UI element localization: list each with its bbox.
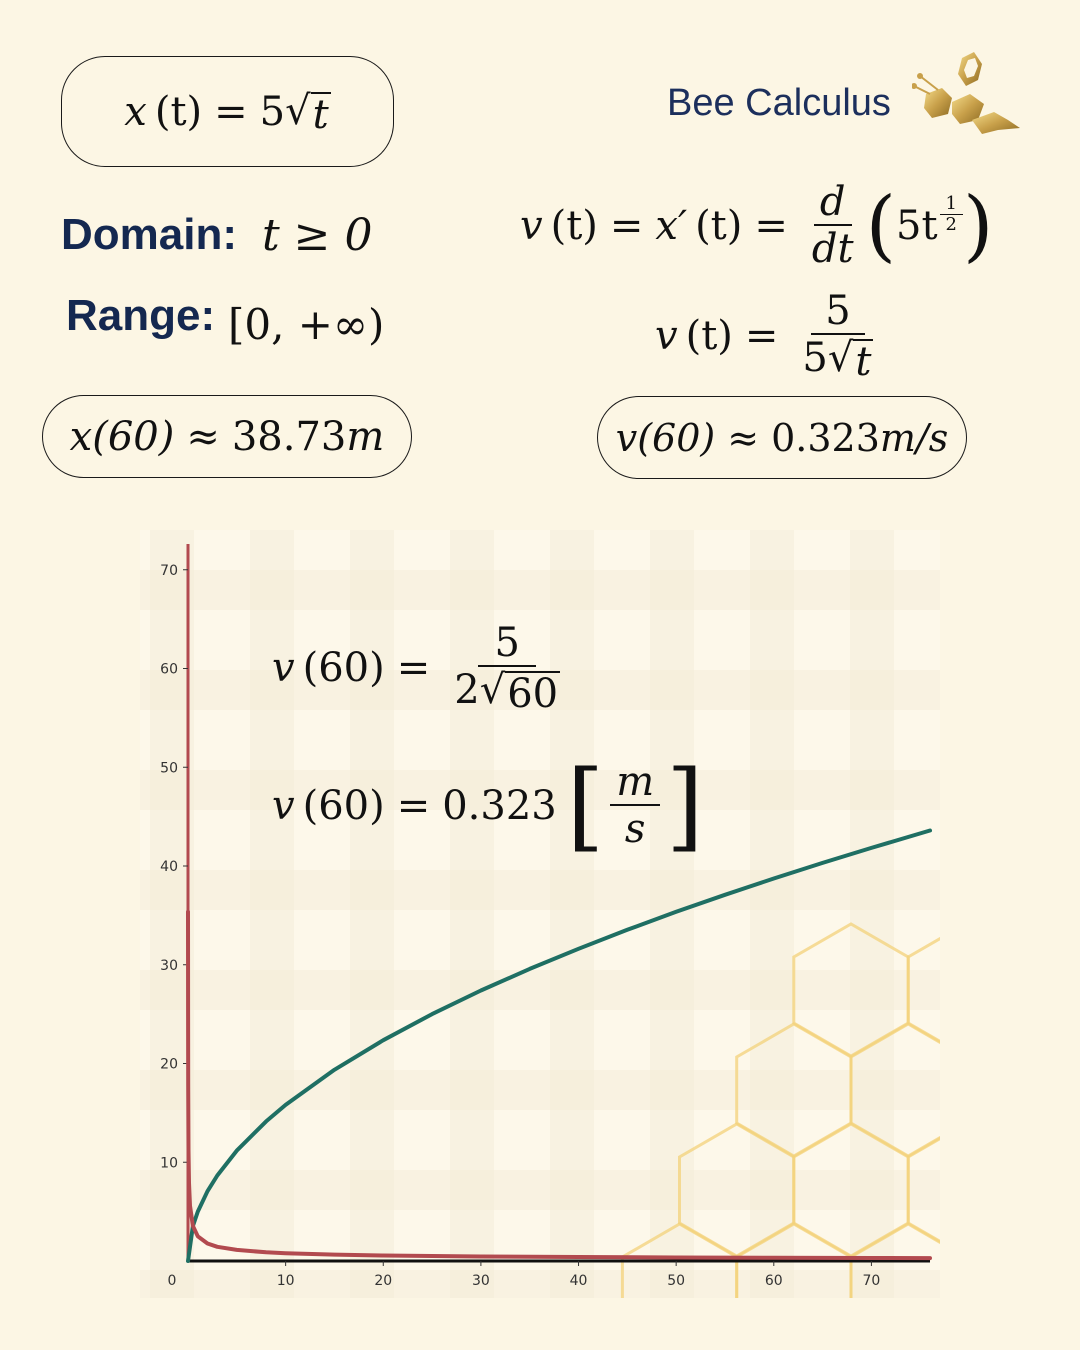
overlay1-den-radicand: 60: [505, 671, 561, 717]
domain-expression: t ≥ 0: [262, 210, 373, 261]
bg-stripe-v: [850, 530, 894, 1298]
x60-approx: ≈: [186, 413, 220, 460]
overlay1-den-coef: 2: [454, 667, 480, 713]
y-tick-label: 60: [160, 662, 178, 678]
overlay1-num: 5: [478, 621, 536, 667]
derivative-den: dt: [811, 226, 854, 272]
bg-stripe-h: [140, 1070, 940, 1110]
velocity-result-num: 5: [811, 289, 865, 335]
velocity-def-exponent: 1 2: [939, 194, 963, 236]
bg-stripe-h: [140, 870, 940, 910]
velocity-result: v (t) = 5 5√t: [655, 286, 885, 386]
overlay2-value: 0.323: [442, 783, 557, 829]
bg-stripe-h: [140, 970, 940, 1010]
x-tick-label: 30: [472, 1273, 490, 1289]
velocity-result-den-radicand: t: [853, 339, 874, 385]
range-label: Range:: [66, 291, 216, 340]
position-curve: [186, 828, 932, 1263]
x-tick-label: 60: [765, 1273, 783, 1289]
velocity-result-fraction: 5 5√t: [802, 288, 874, 385]
x-tick-label: 0: [168, 1273, 177, 1289]
x60-pill: x(60) ≈ 38.73 m: [42, 395, 412, 478]
velocity-definition: v (t) = x′ (t) = d dt ( 5t 1 2 ): [520, 179, 994, 272]
domain-label: Domain:: [61, 210, 237, 259]
overlay1-eq: =: [396, 645, 431, 691]
x-tick-label: 70: [863, 1273, 881, 1289]
overlay2-unit-num: m: [610, 760, 661, 806]
bg-stripe-h: [140, 670, 940, 710]
velocity-def-mid-arg: (t): [695, 203, 743, 249]
velocity-def-eq1: =: [609, 203, 644, 249]
velocity-result-den-coef: 5: [802, 335, 828, 381]
v60-lhs: v(60): [615, 415, 716, 460]
chart-series: [186, 828, 932, 1263]
velocity-def-arg: (t): [550, 203, 598, 249]
overlay1-arg: (60): [302, 645, 385, 691]
overlay2-arg: (60): [302, 783, 385, 829]
y-tick-label: 70: [160, 563, 178, 579]
y-tick-label: 30: [160, 958, 178, 974]
exponent-den: 2: [945, 214, 957, 236]
overlay2-eq: =: [396, 783, 431, 829]
overlay-equation-2: v (60) = 0.323 [ m s ]: [272, 750, 704, 862]
range-expression: [0, +∞): [228, 300, 385, 349]
position-arg: (t): [154, 88, 203, 135]
position-equation-pill: x (t) = 5 √t: [61, 56, 394, 167]
x-tick-label: 40: [570, 1273, 588, 1289]
bg-stripe-h: [140, 1170, 940, 1210]
honeycomb-cell: [906, 936, 940, 1044]
chart-ticks: 0 10 20 30 40 50 60 70 10 20 30 40 50 60 70: [160, 563, 880, 1289]
position-equals: =: [214, 88, 248, 135]
derivative-operator: d dt: [806, 180, 860, 272]
bg-stripe-h: [140, 1270, 940, 1298]
position-lhs: x: [124, 88, 147, 135]
v60-unit: m/s: [879, 415, 949, 460]
velocity-result-eq: =: [744, 313, 779, 359]
v60-approx: ≈: [727, 415, 760, 460]
y-tick-label: 10: [160, 1155, 178, 1171]
velocity-curve: [186, 909, 932, 1261]
position-velocity-chart: 0 10 20 30 40 50 60 70 10 20 30 40 50 60 70: [140, 530, 940, 1298]
overlay2-lhs: v: [272, 783, 295, 829]
x-tick-label: 10: [277, 1273, 295, 1289]
x60-value: 38.73: [231, 413, 347, 460]
position-coef: 5: [259, 88, 286, 135]
bg-stripe-v: [550, 530, 594, 1298]
velocity-def-base: 5t: [896, 203, 938, 249]
overlay2-unit-den: s: [624, 806, 646, 852]
bg-stripe-v: [350, 530, 394, 1298]
bg-stripe-v: [250, 530, 294, 1298]
overlay1-lhs: v: [272, 645, 295, 691]
brand-name: Bee Calculus: [667, 82, 891, 124]
position-sqrt: √t: [285, 87, 331, 138]
derivative-num: d: [813, 180, 852, 226]
y-tick-label: 20: [160, 1057, 178, 1073]
overlay2-unit-fraction: m s: [610, 760, 661, 852]
y-tick-label: 40: [160, 859, 178, 875]
velocity-def-mid: x′: [655, 203, 688, 249]
overlay1-fraction: 5 2√60: [454, 620, 561, 717]
overlay-equation-1: v (60) = 5 2√60: [272, 618, 572, 718]
bg-stripe-h: [140, 770, 940, 810]
velocity-result-arg: (t): [685, 313, 733, 359]
position-radicand: t: [310, 91, 331, 138]
velocity-def-eq2: =: [754, 203, 788, 249]
x60-unit: m: [346, 413, 385, 460]
x-tick-label: 20: [374, 1273, 392, 1289]
x60-lhs: x(60): [69, 413, 175, 460]
x-tick-label: 50: [667, 1273, 685, 1289]
v60-value: 0.323: [771, 415, 880, 460]
y-tick-label: 50: [160, 760, 178, 776]
honeycomb-cell: [906, 1136, 940, 1244]
chart-background: [140, 530, 940, 1298]
velocity-result-lhs: v: [655, 313, 678, 359]
exponent-num: 1: [939, 194, 963, 216]
bee-logo-icon: [912, 52, 1020, 134]
velocity-def-lhs: v: [520, 203, 543, 249]
bg-stripe-v: [450, 530, 494, 1298]
bg-stripe-v: [750, 530, 794, 1298]
v60-pill: v(60) ≈ 0.323 m/s: [597, 396, 967, 479]
